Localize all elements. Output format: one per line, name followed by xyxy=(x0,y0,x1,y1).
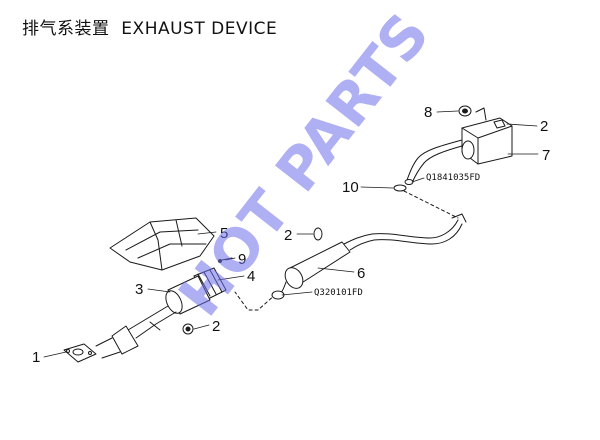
callout-7: 7 xyxy=(542,147,550,164)
part-code-upper: Q1841035FD xyxy=(426,173,480,183)
callout-10: 10 xyxy=(342,179,359,196)
muffler-clamp xyxy=(493,119,506,129)
center-muffler-assembly xyxy=(271,213,467,300)
callout-2-low: 2 xyxy=(212,318,220,335)
callout-2-mid: 2 xyxy=(284,227,292,244)
page-title: 排气系装置 EXHAUST DEVICE xyxy=(22,19,278,39)
callout-6: 6 xyxy=(357,265,365,282)
callout-3: 3 xyxy=(135,281,143,298)
tail-pipe xyxy=(404,139,463,185)
part-code-lower: Q320101FD xyxy=(314,288,363,298)
rubber-hanger-low xyxy=(182,323,194,335)
callout-2: 2 xyxy=(540,118,548,135)
callout-1: 1 xyxy=(32,349,40,366)
mounting-stud xyxy=(218,257,233,263)
leader-lines xyxy=(43,110,539,358)
alignment-dashes xyxy=(234,190,459,311)
front-flange xyxy=(63,343,97,363)
callout-9: 9 xyxy=(238,251,246,268)
rubber-hanger-top xyxy=(458,105,472,117)
heat-shield xyxy=(109,217,215,271)
front-pipe-catalyst xyxy=(95,267,227,359)
callout-8: 8 xyxy=(424,104,432,121)
rubber-hanger-mid xyxy=(313,227,323,241)
rear-muffler xyxy=(461,107,513,165)
callout-4: 4 xyxy=(247,268,255,285)
callout-5: 5 xyxy=(220,225,228,242)
gasket-upper xyxy=(393,184,407,192)
